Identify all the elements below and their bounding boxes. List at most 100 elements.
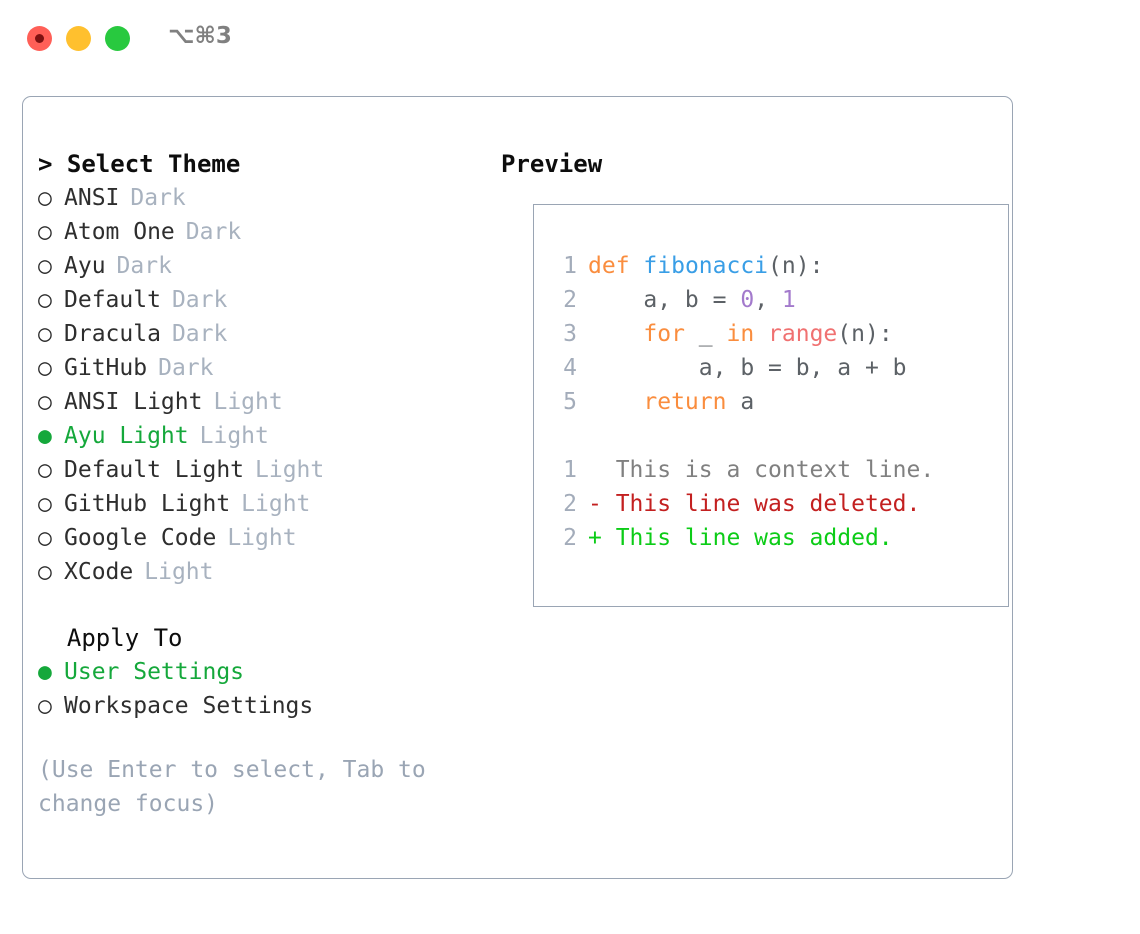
- line-number: 2: [563, 525, 577, 551]
- code-token: fibonacci: [643, 253, 769, 279]
- code-token: range: [768, 321, 838, 347]
- code-token: return: [643, 389, 727, 415]
- code-token: in: [726, 321, 755, 347]
- theme-option-dracula[interactable]: ○ Dracula Dark: [38, 317, 488, 351]
- apply-option-workspace-settings[interactable]: ○ Workspace Settings: [38, 689, 488, 723]
- radio-unselected-icon: ○: [38, 253, 52, 279]
- option-label: Google Code: [64, 525, 217, 551]
- line-number: 1: [563, 253, 577, 279]
- line-number: 2: [563, 287, 577, 313]
- option-variant-tag: Light: [255, 457, 325, 483]
- code-line: 2 a, b = 0, 1: [551, 283, 934, 317]
- theme-option-default-light[interactable]: ○ Default Light Light: [38, 453, 488, 487]
- code-token: 1: [781, 287, 796, 313]
- code-token: a, b = b, a + b: [588, 355, 907, 381]
- diff-line: 1 This is a context line.: [551, 453, 934, 487]
- radio-unselected-icon: ○: [38, 355, 52, 381]
- option-variant-tag: Dark: [185, 219, 242, 245]
- radio-unselected-icon: ○: [38, 389, 52, 415]
- option-label: User Settings: [64, 659, 245, 685]
- minimize-button[interactable]: [66, 26, 91, 51]
- option-variant-tag: Light: [213, 389, 283, 415]
- option-label: ANSI: [64, 185, 120, 211]
- option-label: Workspace Settings: [64, 693, 314, 719]
- option-label: Ayu: [64, 253, 106, 279]
- code-token: ,: [754, 287, 782, 313]
- preview-separator: [551, 419, 934, 453]
- option-variant-tag: Light: [241, 491, 311, 517]
- option-label: Ayu Light: [64, 423, 189, 449]
- option-variant-tag: Dark: [171, 321, 228, 347]
- option-variant-tag: Dark: [171, 287, 228, 313]
- select-theme-heading: > Select Theme: [38, 150, 241, 178]
- code-line: 4 a, b = b, a + b: [551, 351, 934, 385]
- option-variant-tag: Light: [199, 423, 269, 449]
- code-token: a: [726, 389, 755, 415]
- diff-line: 2 + This line was added.: [551, 521, 934, 555]
- apply-option-user-settings[interactable]: ● User Settings: [38, 655, 488, 689]
- theme-option-atom-one[interactable]: ○ Atom One Dark: [38, 215, 488, 249]
- option-label: ANSI Light: [64, 389, 203, 415]
- line-number: 5: [563, 389, 577, 415]
- code-token: [588, 321, 643, 347]
- option-variant-tag: Dark: [116, 253, 172, 279]
- radio-unselected-icon: ○: [38, 321, 52, 347]
- option-label: Dracula: [64, 321, 161, 347]
- maximize-button[interactable]: [105, 26, 130, 51]
- line-number: 2: [563, 491, 577, 517]
- theme-option-github[interactable]: ○ GitHub Dark: [38, 351, 488, 385]
- option-variant-tag: Dark: [158, 355, 214, 381]
- diff-line-text: - This line was deleted.: [588, 491, 921, 517]
- option-label: GitHub: [64, 355, 148, 381]
- option-variant-tag: Light: [144, 559, 214, 585]
- option-label: Atom One: [64, 219, 175, 245]
- theme-option-default[interactable]: ○ Default Dark: [38, 283, 488, 317]
- close-button[interactable]: [27, 26, 52, 51]
- window-controls: [27, 26, 130, 51]
- keyboard-hint-text: (Use Enter to select, Tab to change focu…: [38, 757, 426, 817]
- option-label: Default: [64, 287, 161, 313]
- theme-option-ayu-light[interactable]: ● Ayu Light Light: [38, 419, 488, 453]
- diff-line-text: + This line was added.: [588, 525, 893, 551]
- radio-selected-icon: ●: [38, 659, 52, 685]
- keyboard-shortcut-label: ⌥⌘3: [168, 23, 232, 49]
- code-token: def: [588, 253, 630, 279]
- code-token: [630, 253, 644, 279]
- diff-line-text: This is a context line.: [588, 457, 935, 483]
- apply-to-option-list[interactable]: ● User Settings ○ Workspace Settings: [38, 655, 488, 723]
- option-variant-tag: Light: [227, 525, 297, 551]
- radio-unselected-icon: ○: [38, 693, 52, 719]
- radio-selected-icon: ●: [38, 423, 52, 449]
- radio-unselected-icon: ○: [38, 219, 52, 245]
- radio-unselected-icon: ○: [38, 559, 52, 585]
- theme-option-ansi[interactable]: ○ ANSI Dark: [38, 181, 488, 215]
- line-number: 3: [563, 321, 577, 347]
- option-label: Default Light: [64, 457, 245, 483]
- diff-line: 2 - This line was deleted.: [551, 487, 934, 521]
- line-number: 1: [563, 457, 577, 483]
- option-variant-tag: Dark: [130, 185, 186, 211]
- code-token: for: [643, 321, 685, 347]
- theme-option-ansi-light[interactable]: ○ ANSI Light Light: [38, 385, 488, 419]
- radio-unselected-icon: ○: [38, 185, 52, 211]
- theme-option-ayu[interactable]: ○ Ayu Dark: [38, 249, 488, 283]
- code-line: 3 for _ in range(n):: [551, 317, 934, 351]
- radio-unselected-icon: ○: [38, 287, 52, 313]
- radio-unselected-icon: ○: [38, 457, 52, 483]
- code-token: [588, 389, 643, 415]
- code-token: a, b =: [588, 287, 741, 313]
- line-number: 4: [563, 355, 577, 381]
- apply-to-heading: Apply To: [38, 624, 183, 652]
- title-bar: ⌥⌘3: [0, 0, 1140, 78]
- code-token: (n):: [837, 321, 893, 347]
